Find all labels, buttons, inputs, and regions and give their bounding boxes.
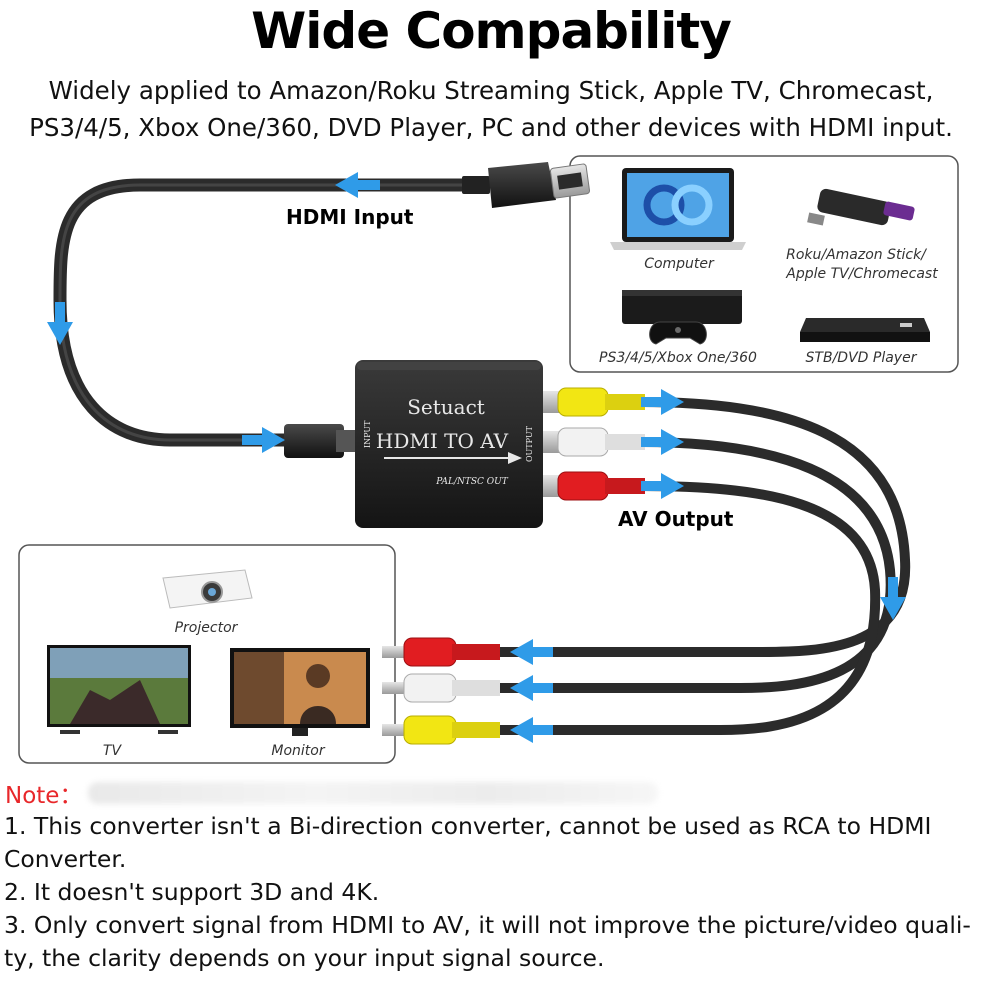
- source-label-stick-2: Apple TV/Chromecast: [785, 266, 938, 282]
- rca-plug-red-in: [382, 637, 500, 667]
- rca-plug-yellow-in: [382, 715, 500, 745]
- note-line-1: 1. This converter isn't a Bi-direction c…: [4, 812, 932, 840]
- arrow-icon: [510, 639, 553, 665]
- source-label-stick-1: Roku/Amazon Stick/: [786, 247, 927, 263]
- arrow-icon: [641, 473, 684, 499]
- hdmi-plug-converter: [284, 424, 356, 458]
- arrow-icon: [242, 427, 285, 453]
- source-label-dvd: STB/DVD Player: [806, 350, 918, 366]
- source-label-computer: Computer: [644, 256, 715, 272]
- streaming-stick-icon: [807, 188, 915, 226]
- note-heading: Note：: [5, 783, 83, 809]
- note-line-5: ty, the clarity depends on your input si…: [4, 944, 605, 972]
- output-label-projector: Projector: [175, 620, 239, 636]
- converter-model: HDMI TO AV: [376, 429, 509, 453]
- note-list: 1. This converter isn't a Bi-direction c…: [4, 810, 976, 975]
- arrow-icon: [641, 429, 684, 455]
- subtitle-line-2: PS3/4/5, Xbox One/360, DVD Player, PC an…: [29, 113, 953, 142]
- subtitle-line-1: Widely applied to Amazon/Roku Streaming …: [48, 76, 934, 105]
- arrow-icon: [641, 389, 684, 415]
- output-label-tv: TV: [103, 743, 123, 759]
- output-label-monitor: Monitor: [271, 743, 325, 759]
- arrow-icon: [335, 172, 380, 198]
- converter-box: Setuact HDMI TO AV PAL/NTSC OUT INPUT OU…: [355, 360, 543, 528]
- rca-plug-white-out: [543, 427, 645, 457]
- note-line-4: 3. Only convert signal from HDMI to AV, …: [4, 911, 971, 939]
- converter-port-out: OUTPUT: [525, 425, 534, 462]
- av-output-label: AV Output: [618, 507, 734, 531]
- source-label-console: PS3/4/5/Xbox One/360: [599, 350, 757, 366]
- rca-cables: [495, 397, 911, 735]
- rca-plug-yellow-out: [543, 387, 645, 417]
- monitor-icon: [230, 648, 370, 736]
- arrow-icon: [510, 717, 553, 743]
- game-console-icon: [622, 290, 742, 345]
- laptop-icon: [610, 168, 746, 250]
- dvd-player-icon: [800, 318, 930, 342]
- arrow-icon: [47, 302, 73, 345]
- hdmi-input-label: HDMI Input: [286, 205, 414, 229]
- page-title: Wide Compability: [251, 2, 732, 60]
- note-line-3: 2. It doesn't support 3D and 4K.: [4, 878, 380, 906]
- arrow-icon: [510, 675, 553, 701]
- blurred-text: [88, 782, 658, 804]
- tv-icon: [47, 645, 191, 734]
- note-line-2: Converter.: [4, 845, 127, 873]
- converter-brand: Setuact: [407, 395, 485, 419]
- rca-plug-red-out: [543, 471, 645, 501]
- rca-plug-white-in: [382, 673, 500, 703]
- projector-icon: [162, 569, 253, 609]
- converter-port-in: INPUT: [363, 420, 372, 448]
- arrow-icon: [880, 577, 906, 620]
- subtitle: Widely applied to Amazon/Roku Streaming …: [0, 72, 982, 146]
- hdmi-plug-source: [462, 162, 591, 208]
- converter-mode: PAL/NTSC OUT: [435, 477, 508, 487]
